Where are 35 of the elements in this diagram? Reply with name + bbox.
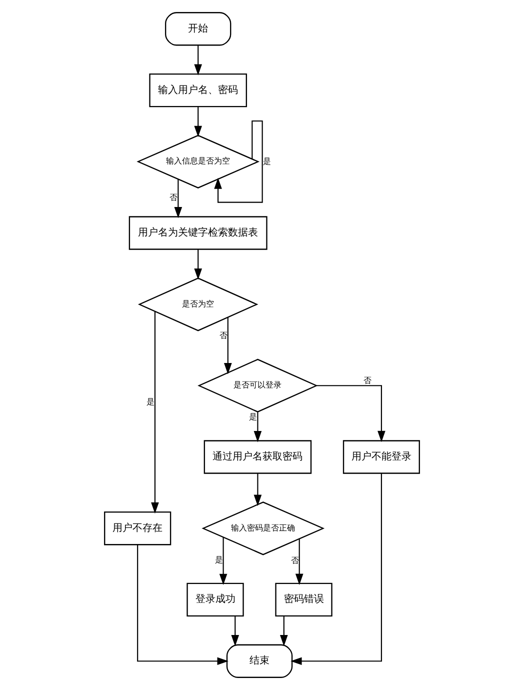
- arrow: [194, 45, 202, 76]
- arrow: [254, 412, 262, 442]
- node-diamond: 输入密码是否正确: [202, 502, 325, 556]
- node-box: 结束: [226, 644, 293, 678]
- arrow: [290, 473, 382, 666]
- node-box: 通过用户名获取密码: [204, 440, 312, 474]
- arrow: [174, 179, 182, 218]
- node-diamond: 是否可以登录: [198, 358, 318, 412]
- arrow: [151, 312, 159, 514]
- arrow: [231, 616, 240, 646]
- node-box: 输入用户名、密码: [149, 73, 247, 108]
- arrow: [316, 385, 386, 442]
- edge-label: 是: [214, 554, 223, 564]
- edge-label: 否: [363, 375, 372, 386]
- arrow: [137, 544, 228, 666]
- node-box: 用户名为关键字检索数据表: [128, 216, 268, 250]
- arrow: [194, 106, 202, 138]
- arrow: [194, 250, 202, 280]
- node-diamond: 是否为空: [138, 278, 258, 332]
- arrow: [295, 538, 304, 585]
- edge-label: 是: [249, 411, 258, 422]
- arrow: [254, 474, 262, 506]
- edge-label: 否: [170, 192, 178, 202]
- node-box: 用户不存在: [104, 512, 172, 546]
- edge-label: 否: [290, 555, 299, 566]
- edge-label: 否: [219, 330, 228, 340]
- node-box: 用户不能登录: [342, 440, 420, 474]
- edge-label: 是: [262, 156, 271, 166]
- arrow: [224, 317, 232, 374]
- arrow: [219, 537, 228, 586]
- edge-label: 是: [146, 396, 154, 407]
- node-box: 开始: [165, 12, 232, 46]
- arrow: [280, 616, 288, 646]
- node-box: 登录成功: [186, 582, 244, 617]
- node-box: 密码错误: [275, 582, 332, 617]
